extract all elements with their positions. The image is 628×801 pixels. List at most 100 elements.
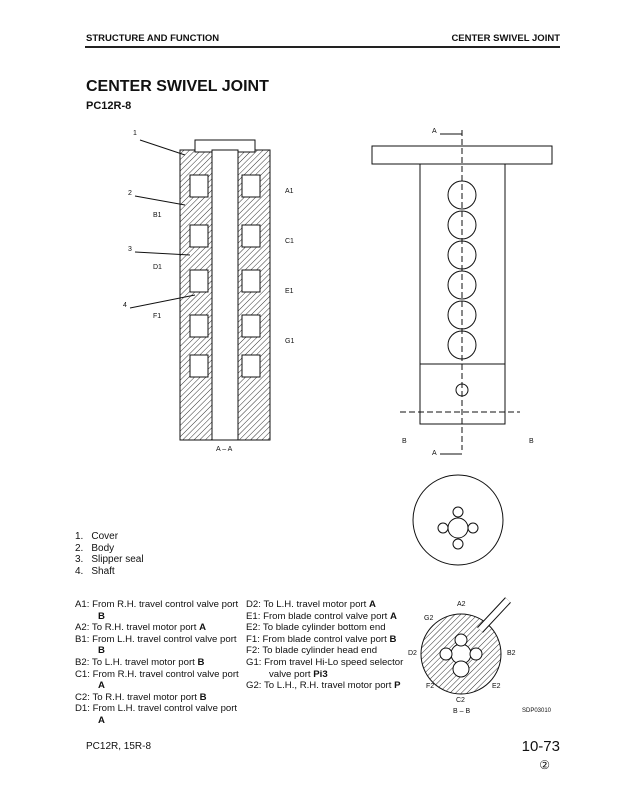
port-label: A1 <box>285 188 294 195</box>
part-name: Slipper seal <box>91 554 144 565</box>
section-mark: A <box>432 128 437 135</box>
part-item: 1. Cover <box>75 531 144 543</box>
port-desc: To R.H. travel motor port <box>92 691 200 703</box>
port-id: A <box>369 599 376 610</box>
header-right: CENTER SWIVEL JOINT <box>451 33 560 44</box>
port-key: F2: <box>246 645 260 657</box>
part-number: 3. <box>75 554 84 565</box>
part-item: 3. Slipper seal <box>75 554 144 566</box>
part-name: Body <box>91 542 115 554</box>
port-legend-item: C1: From R.H. travel control valve port … <box>75 669 245 692</box>
port-desc: To L.H., R.H. travel motor port <box>263 680 395 692</box>
port-label: D1 <box>153 264 162 271</box>
port-legend-item: F2: To blade cylinder head end <box>246 645 418 657</box>
port-desc: To R.H. travel motor port <box>91 622 200 634</box>
part-name: Cover <box>91 531 119 542</box>
port-key: B1: <box>75 633 90 645</box>
port-key: E1: <box>246 610 261 622</box>
bb-caption: B – B <box>453 708 471 715</box>
port-key: F1: <box>246 633 260 645</box>
port-key: A2: <box>75 622 90 634</box>
port-id: B <box>197 656 205 668</box>
part-number: 2. <box>75 542 84 554</box>
port-id: A <box>98 714 105 726</box>
port-legend-left: A1: From R.H. travel control valve port … <box>75 599 245 727</box>
port-legend-item: B1: From L.H. travel control valve port … <box>75 634 245 657</box>
bb-port: G2 <box>424 615 434 622</box>
section-mark: B <box>402 438 407 445</box>
port-desc: To L.H. travel motor port <box>263 599 370 610</box>
port-desc: From blade control valve port <box>263 610 390 622</box>
port-label: G1 <box>285 338 295 345</box>
bb-port: A2 <box>457 601 466 608</box>
port-legend-item: D2: To L.H. travel motor port A <box>246 599 418 611</box>
port-legend-item: D1: From L.H. travel control valve port … <box>75 703 245 726</box>
port-key: G1: <box>246 656 262 668</box>
port-legend-item: C2: To R.H. travel motor port B <box>75 692 245 704</box>
figure-code: SDP03010 <box>522 708 552 714</box>
port-key: E2: <box>246 622 261 634</box>
port-id: B <box>199 691 207 703</box>
revision-mark: ② <box>539 758 550 772</box>
port-desc: From L.H. travel control valve port <box>92 633 237 645</box>
port-id: A <box>98 680 105 692</box>
header-left: STRUCTURE AND FUNCTION <box>86 33 220 44</box>
bb-port: E2 <box>492 683 501 690</box>
part-number: 4. <box>75 565 84 577</box>
header-rule <box>85 46 560 48</box>
bb-port: B2 <box>507 650 516 657</box>
port-desc: To blade cylinder head end <box>262 645 378 657</box>
bb-port: C2 <box>456 697 465 704</box>
port-legend-item: E2: To blade cylinder bottom end <box>246 622 418 634</box>
port-desc: From L.H. travel control valve port <box>92 703 238 715</box>
part-item: 4. Shaft <box>75 566 144 578</box>
callout-2: 2 <box>128 190 132 197</box>
section-mark: B <box>529 438 534 445</box>
bb-port: D2 <box>408 650 417 657</box>
port-desc: To L.H. travel motor port <box>91 656 198 668</box>
port-id: B <box>98 645 105 657</box>
port-id: A <box>390 610 397 622</box>
port-id: B <box>389 633 397 645</box>
port-id: A <box>199 622 207 634</box>
port-legend-item: E1: From blade control valve port A <box>246 611 418 623</box>
port-desc: From R.H. travel control valve port <box>92 668 239 680</box>
port-key: C2: <box>75 691 90 703</box>
port-key: G2: <box>246 680 262 692</box>
part-item: 2. Body <box>75 543 144 555</box>
port-desc: From travel Hi-Lo speed selector valve p… <box>264 656 404 680</box>
port-key: D2: <box>246 599 261 610</box>
port-legend-item: G1: From travel Hi-Lo speed selector val… <box>246 657 418 680</box>
port-key: C1: <box>75 668 90 680</box>
parts-list: 1. Cover 2. Body 3. Slipper seal 4. Shaft <box>75 531 144 577</box>
port-label: B1 <box>153 212 162 219</box>
page-title: CENTER SWIVEL JOINT <box>86 78 269 95</box>
page-number: 10-73 <box>521 738 560 755</box>
callout-3: 3 <box>128 246 132 253</box>
port-legend-item: F1: From blade control valve port B <box>246 634 418 646</box>
model-subtitle: PC12R-8 <box>86 100 132 112</box>
footer-models: PC12R, 15R-8 <box>86 741 152 752</box>
port-id: B <box>98 610 105 622</box>
port-key: B2: <box>75 656 90 668</box>
port-desc: From blade control valve port <box>262 633 390 645</box>
part-name: Shaft <box>91 565 115 577</box>
section-caption: A – A <box>216 446 233 453</box>
callout-4: 4 <box>123 302 127 309</box>
port-label: E1 <box>285 288 294 295</box>
bb-port: F2 <box>426 683 435 690</box>
callout-1: 1 <box>133 130 137 137</box>
part-number: 1. <box>75 531 84 542</box>
port-label: C1 <box>285 238 294 245</box>
port-legend-item: G2: To L.H., R.H. travel motor port P <box>246 680 418 692</box>
port-legend-item: B2: To L.H. travel motor port B <box>75 657 245 669</box>
port-legend-item: A1: From R.H. travel control valve port … <box>75 599 245 622</box>
port-key: D1: <box>75 703 90 715</box>
port-id: P <box>394 680 401 692</box>
port-key: A1: <box>75 599 90 610</box>
section-mark: A <box>432 450 437 457</box>
port-legend-item: A2: To R.H. travel motor port A <box>75 622 245 634</box>
